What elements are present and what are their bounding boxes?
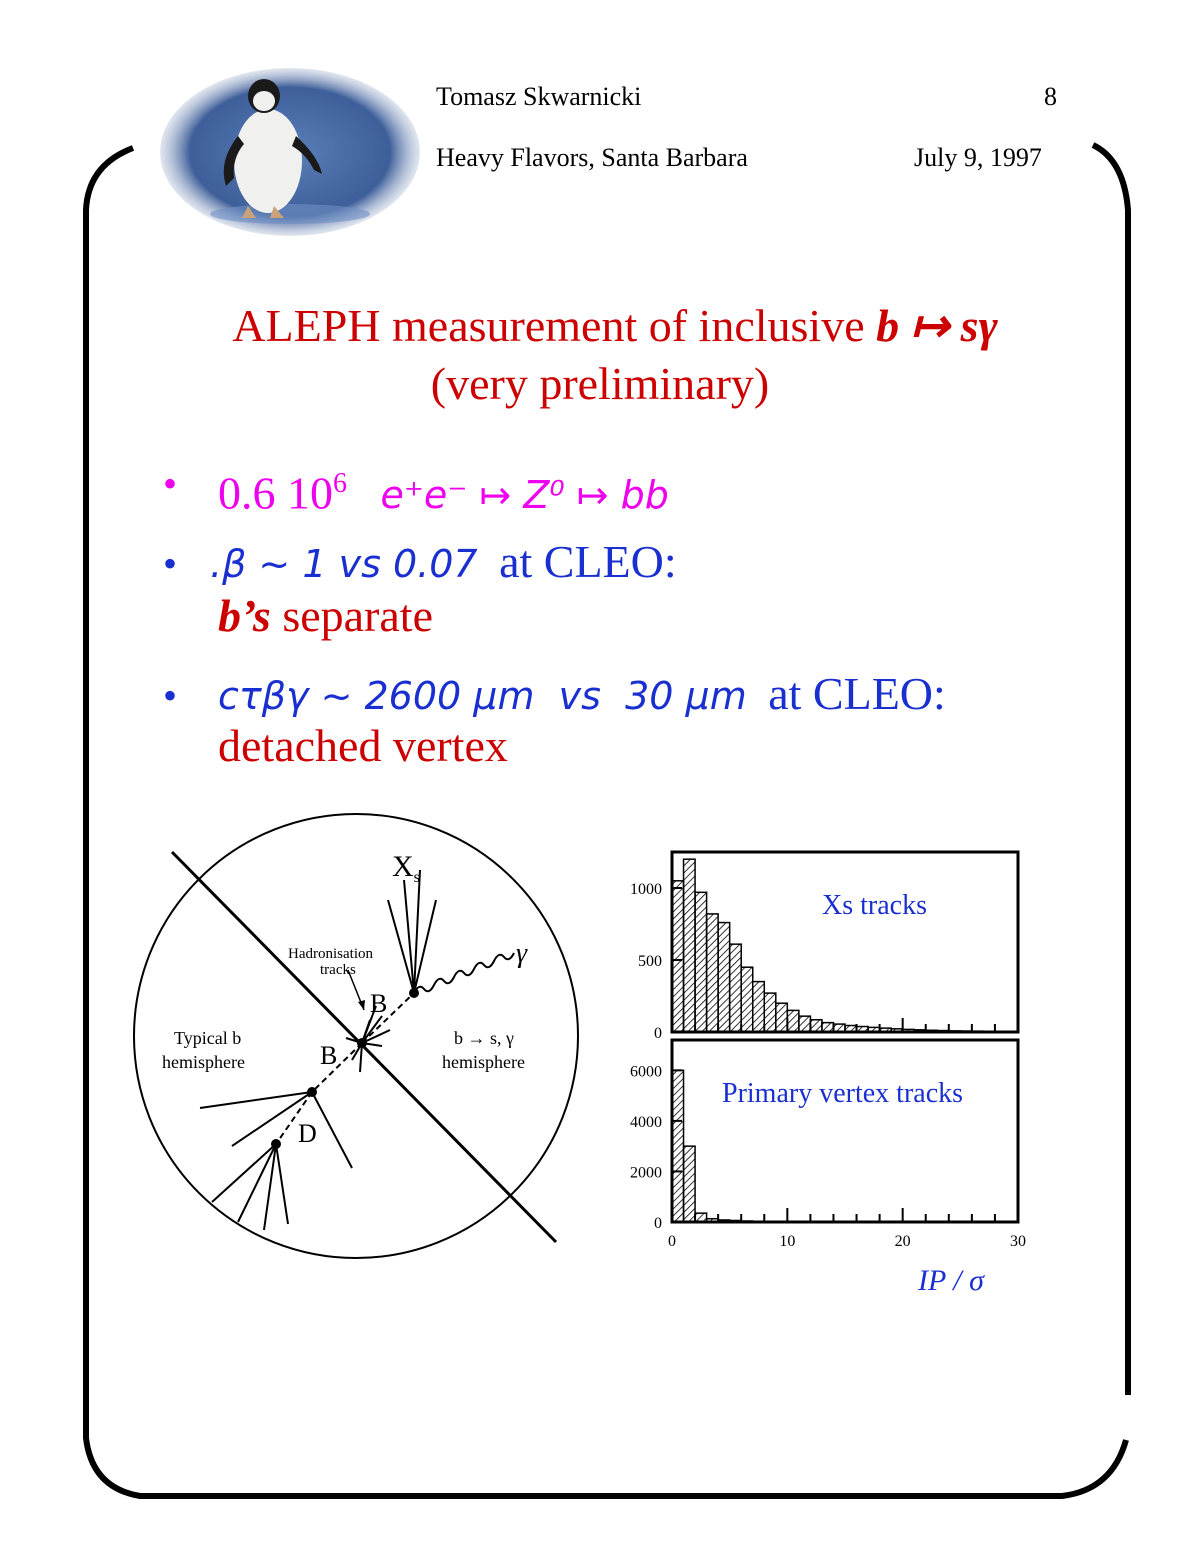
bullet-2-subline: b’s separate [218, 588, 433, 644]
bullet-3-formula: cτβγ ~ 2600 μm vs 30 μm [218, 674, 747, 718]
x-axis-label: IP / σ [917, 1264, 985, 1297]
xs-hist-ytick-label: 1000 [630, 881, 662, 898]
bullet-1-value: 0.6 10 [218, 467, 333, 519]
top-plot-title: Xs tracks [822, 890, 927, 921]
xs-hist-ytick-label: 0 [654, 1025, 662, 1042]
pv-hist-xtick-label: 10 [779, 1233, 795, 1250]
xs-hist-bar [705, 913, 719, 1033]
bullet-3: cτβγ ~ 2600 μm vs 30 μm at CLEO: [218, 666, 946, 724]
pv-hist-ytick-label: 4000 [630, 1114, 662, 1131]
b-decay-vertex [409, 988, 419, 998]
b-label-lower: B [320, 1041, 337, 1070]
xs-hist-frame [670, 850, 1020, 1034]
gamma-label: γ [516, 938, 528, 969]
bullet-3-subline: detached vertex [218, 720, 508, 771]
primary-vertex [357, 1038, 367, 1048]
bullet-marker-2: • [163, 541, 178, 586]
title-text: ALEPH measurement of inclusive [232, 300, 877, 351]
hadronisation-label: Hadronisation [288, 946, 373, 962]
xs-hist-bar [763, 992, 777, 1033]
xs-hist-bar [694, 891, 708, 1033]
b-vertex-lower [307, 1087, 317, 1097]
slide-title: ALEPH measurement of inclusive b ↦ sγ [0, 298, 1200, 354]
bullet-2-sub-formula: b’s [218, 590, 271, 641]
xs-hist-bar [786, 1009, 800, 1033]
talk-date: July 9, 1997 [914, 143, 1042, 172]
xs-hist-ytick-label: 500 [638, 953, 662, 970]
photon-line [413, 952, 515, 994]
xs-hist-bar [671, 880, 685, 1033]
pv-hist-xtick-label: 30 [1010, 1233, 1026, 1250]
bullet-marker-3: • [163, 673, 178, 718]
pv-hist-ytick-label: 6000 [630, 1063, 662, 1080]
bs-gamma-label: b → s, γ [454, 1028, 514, 1048]
xs-hist-bar [798, 1015, 812, 1033]
bullet-marker-1: • [163, 461, 178, 506]
bullet-3-text: at CLEO: [768, 668, 946, 719]
xs-hist-bar [717, 921, 731, 1033]
pv-hist-ytick-label: 0 [654, 1215, 662, 1232]
event-diagram: Xs γ Hadronisation tracks B B D Typical … [133, 813, 579, 1259]
bullet-1-exponent: 6 [333, 468, 347, 499]
bullet-2-text: at CLEO: [499, 536, 677, 587]
conference-name: Heavy Flavors, Santa Barbara [436, 143, 748, 172]
d-label: D [298, 1119, 317, 1148]
pv-hist-ytick-label: 2000 [630, 1164, 662, 1181]
bullet-2-formula: .β ~ 1 vs 0.07 [210, 542, 478, 586]
page-number: 8 [1044, 82, 1057, 111]
bullet-2-sub-text: separate [282, 590, 433, 641]
xs-label: Xs [392, 850, 420, 886]
xs-hist-bar [751, 980, 766, 1033]
penguin-logo [160, 68, 420, 236]
slide-subtitle: (very preliminary) [430, 358, 770, 409]
detector-circle [133, 813, 579, 1259]
xs-hist-bar [682, 858, 696, 1033]
xs-hist-bar [809, 1019, 823, 1033]
tracks-label: tracks [320, 962, 356, 978]
author-name: Tomasz Skwarnicki [436, 82, 642, 111]
bullet-1: 0.6 106 e⁺e⁻ ↦ Z⁰ ↦ bb [218, 456, 669, 523]
bullet-1-formula: e⁺e⁻ ↦ Z⁰ ↦ bb [380, 473, 669, 518]
pv-hist-bar [671, 1069, 685, 1223]
xs-hist-bar [740, 966, 754, 1033]
pv-hist-bar [682, 1145, 696, 1223]
b-label-upper: B [370, 989, 387, 1018]
pv-hist-xtick-label: 20 [895, 1233, 911, 1250]
right-hemisphere-label: hemisphere [442, 1052, 525, 1072]
bullet-2: .β ~ 1 vs 0.07 at CLEO: [210, 534, 677, 592]
bottom-plot-title: Primary vertex tracks [722, 1078, 963, 1109]
xs-hist-bar [728, 943, 742, 1033]
title-formula: b ↦ sγ [876, 300, 998, 351]
left-hemisphere-label: hemisphere [162, 1052, 245, 1072]
pv-hist-xtick-label: 0 [668, 1233, 676, 1250]
xs-hist-bar [775, 1002, 789, 1033]
pv-hist-frame [670, 1038, 1020, 1224]
d-decay-vertex [271, 1139, 281, 1149]
typical-b-label: Typical b [174, 1028, 241, 1048]
